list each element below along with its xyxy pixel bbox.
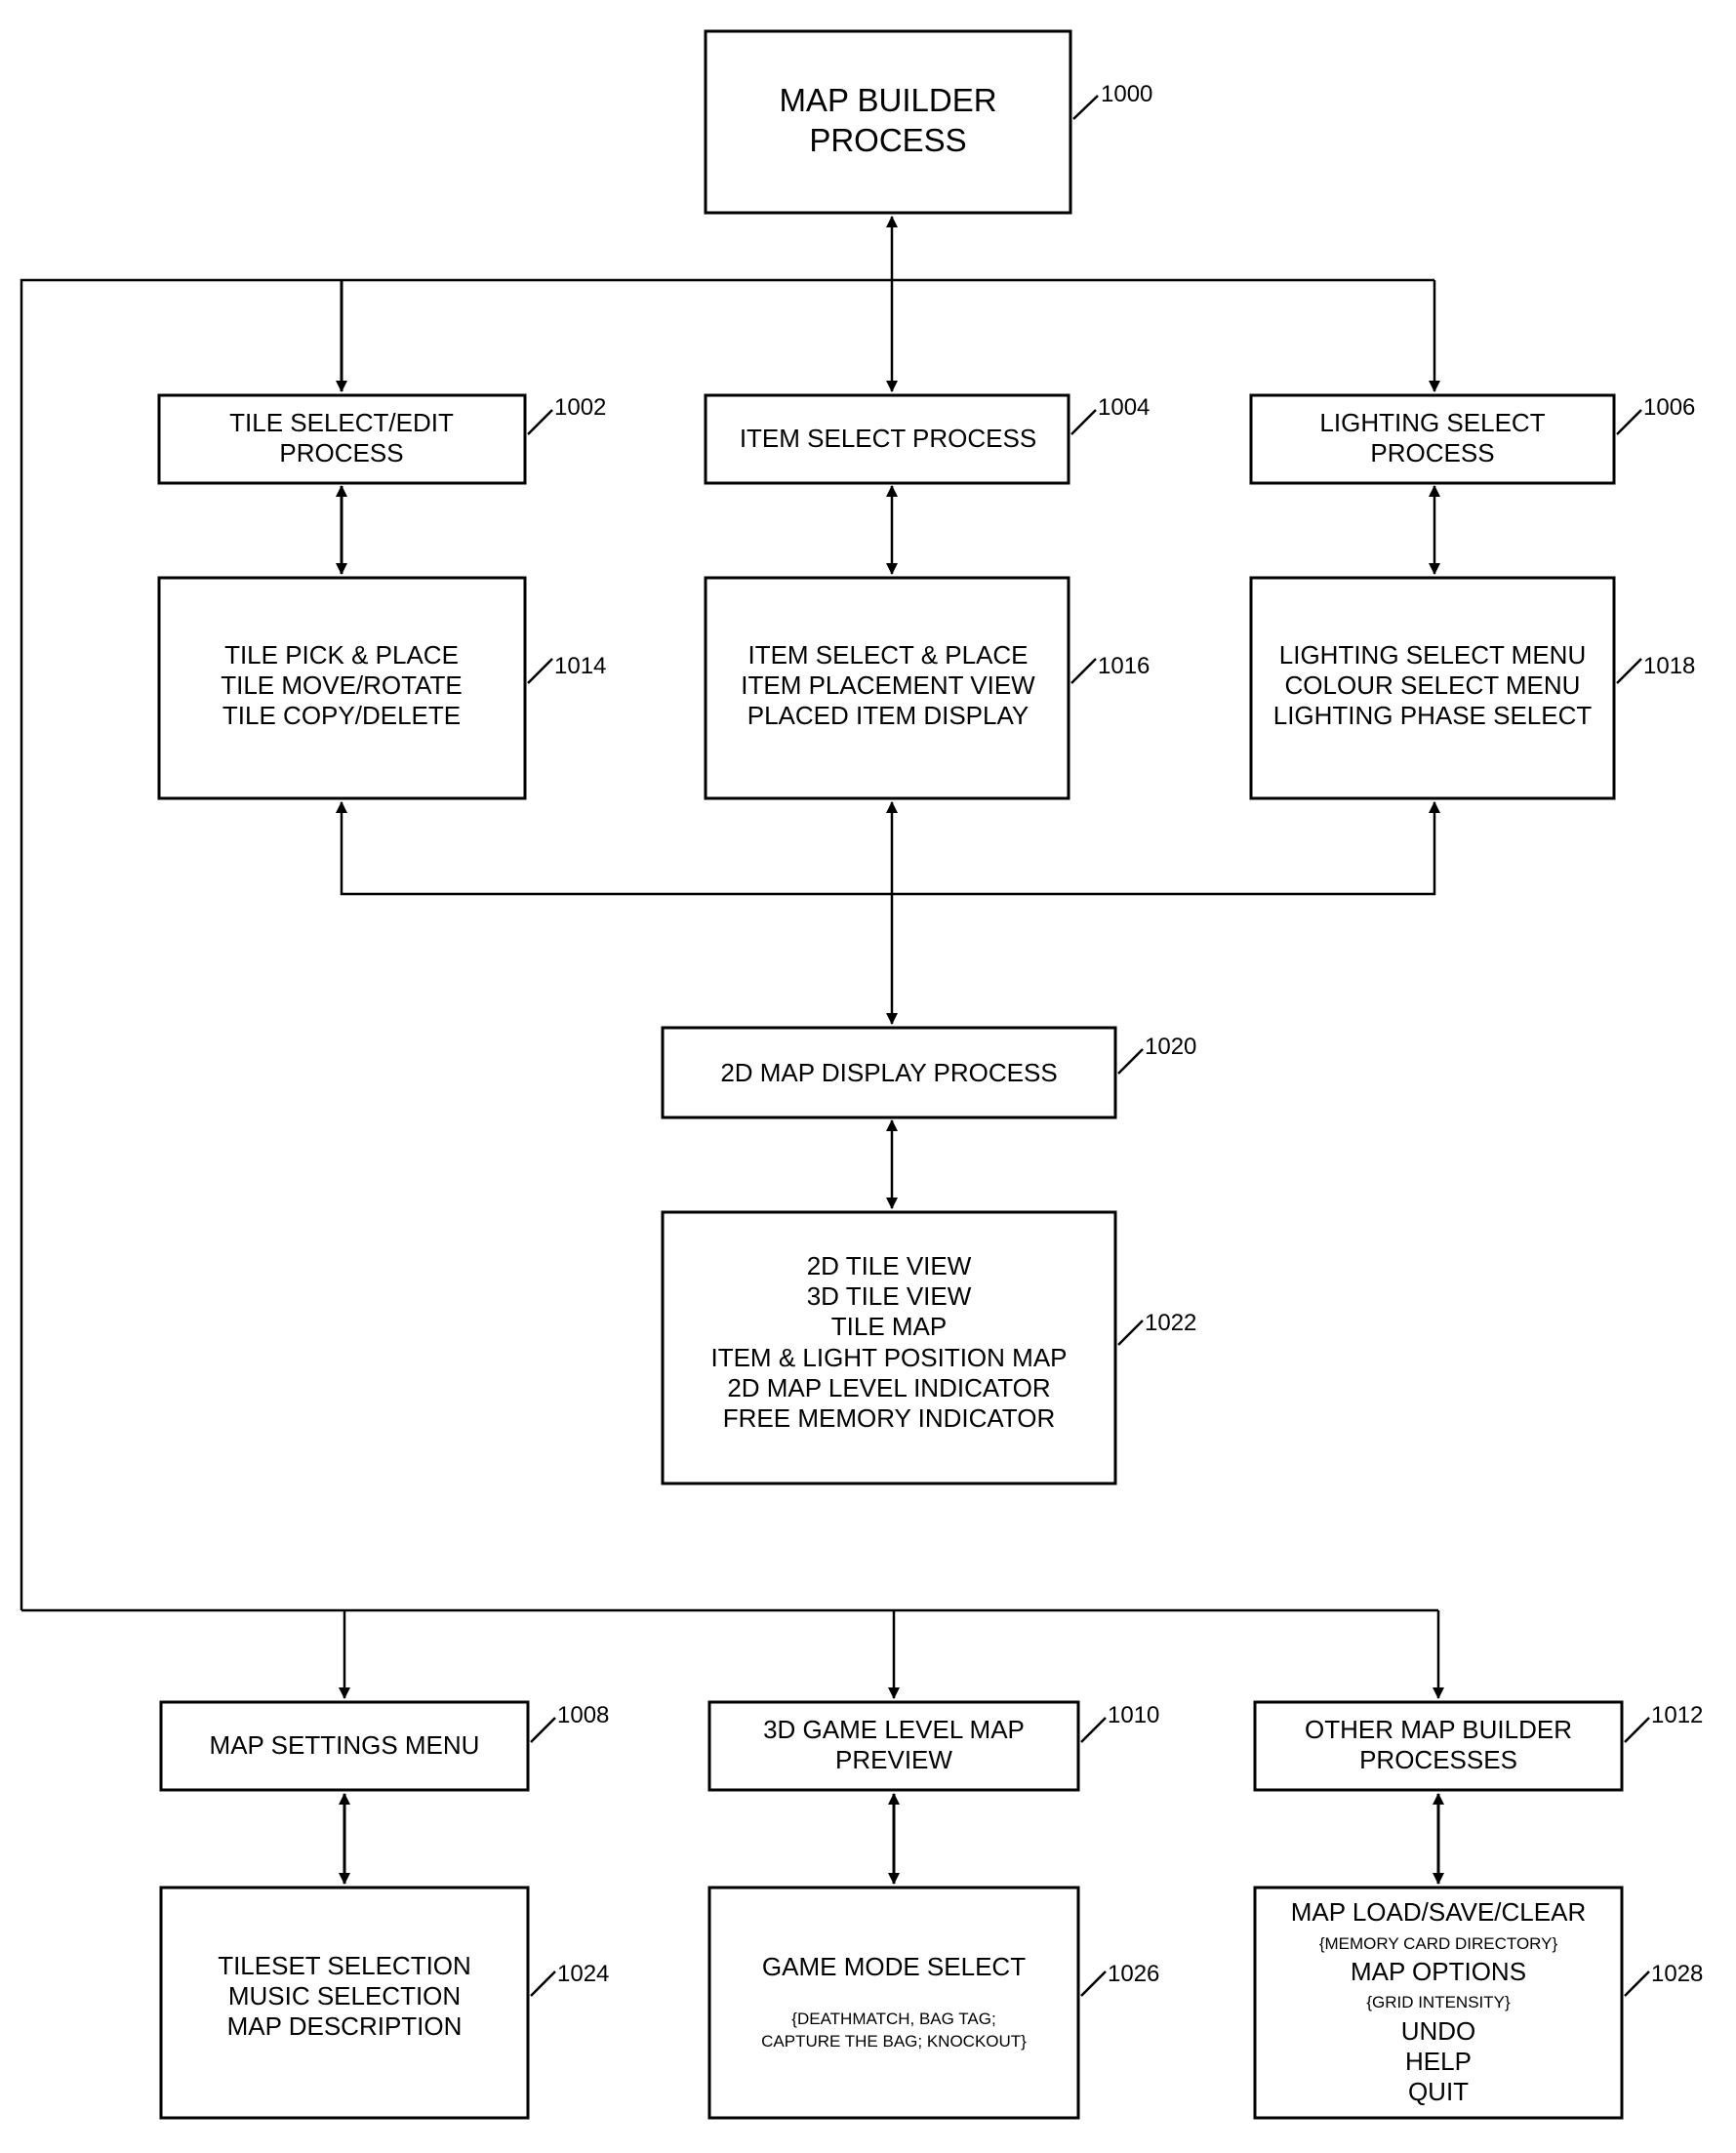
node-1004-line-1: ITEM SELECT PROCESS: [740, 424, 1036, 453]
node-1000: MAP BUILDER PROCESS 1000: [706, 31, 1152, 213]
node-1022-line-3: TILE MAP: [831, 1312, 947, 1341]
node-1014-line-1: TILE PICK & PLACE: [224, 640, 459, 670]
node-1014-line-3: TILE COPY/DELETE: [222, 701, 461, 730]
node-1006-line-1: LIGHTING SELECT: [1319, 408, 1545, 437]
node-1006-line-2: PROCESS: [1370, 438, 1494, 467]
node-1010-line-2: PREVIEW: [835, 1745, 952, 1774]
node-1018: LIGHTING SELECT MENU COLOUR SELECT MENU …: [1251, 578, 1695, 798]
node-1022-line-2: 3D TILE VIEW: [807, 1281, 972, 1311]
node-1024-line-3: MAP DESCRIPTION: [227, 2011, 463, 2041]
node-1018-line-2: COLOUR SELECT MENU: [1285, 670, 1581, 700]
node-1016-line-1: ITEM SELECT & PLACE: [747, 640, 1028, 670]
node-1014: TILE PICK & PLACE TILE MOVE/ROTATE TILE …: [159, 578, 606, 798]
node-1024-ref: 1024: [557, 1961, 609, 1987]
node-1016-ref: 1016: [1098, 653, 1150, 679]
node-1012: OTHER MAP BUILDER PROCESSES 1012: [1255, 1702, 1703, 1790]
node-1014-ref: 1014: [554, 653, 606, 679]
node-1026-line-3: CAPTURE THE BAG; KNOCKOUT}: [761, 2032, 1027, 2051]
node-1020: 2D MAP DISPLAY PROCESS 1020: [663, 1028, 1196, 1117]
boxes: MAP BUILDER PROCESS 1000 TILE SELECT/EDI…: [159, 31, 1703, 2118]
node-1014-line-2: TILE MOVE/ROTATE: [221, 670, 463, 700]
node-1022-line-5: 2D MAP LEVEL INDICATOR: [727, 1373, 1050, 1402]
node-1022: 2D TILE VIEW 3D TILE VIEW TILE MAP ITEM …: [663, 1212, 1196, 1483]
node-1020-line-1: 2D MAP DISPLAY PROCESS: [720, 1058, 1057, 1087]
node-1010-ref: 1010: [1108, 1702, 1159, 1728]
node-1012-line-1: OTHER MAP BUILDER: [1305, 1715, 1572, 1744]
node-1004-ref: 1004: [1098, 394, 1150, 421]
node-1028-line-7: QUIT: [1408, 2077, 1469, 2106]
node-1022-line-6: FREE MEMORY INDICATOR: [723, 1403, 1055, 1433]
node-1028-line-2: {MEMORY CARD DIRECTORY}: [1319, 1934, 1558, 1953]
node-1016-line-2: ITEM PLACEMENT VIEW: [741, 670, 1035, 700]
node-1000-ref: 1000: [1101, 81, 1152, 107]
node-1022-ref: 1022: [1145, 1310, 1196, 1336]
node-1012-line-2: PROCESSES: [1359, 1745, 1517, 1774]
node-1024-line-2: MUSIC SELECTION: [228, 1981, 461, 2011]
node-1028-line-1: MAP LOAD/SAVE/CLEAR: [1291, 1897, 1586, 1927]
node-1012-ref: 1012: [1651, 1702, 1703, 1728]
node-1018-line-1: LIGHTING SELECT MENU: [1279, 640, 1586, 670]
node-1028-line-5: UNDO: [1401, 2016, 1476, 2046]
node-1002-ref: 1002: [554, 394, 606, 421]
node-1018-line-3: LIGHTING PHASE SELECT: [1273, 701, 1593, 730]
node-1022-line-4: ITEM & LIGHT POSITION MAP: [710, 1343, 1067, 1372]
node-1000-line-2: PROCESS: [809, 122, 966, 158]
node-1028-line-3: MAP OPTIONS: [1351, 1957, 1526, 1986]
node-1024: TILESET SELECTION MUSIC SELECTION MAP DE…: [161, 1888, 609, 2118]
node-1006-ref: 1006: [1643, 394, 1695, 421]
node-1028-line-6: HELP: [1405, 2047, 1472, 2076]
node-1026: GAME MODE SELECT {DEATHMATCH, BAG TAG; C…: [709, 1888, 1159, 2118]
node-1028: MAP LOAD/SAVE/CLEAR {MEMORY CARD DIRECTO…: [1255, 1888, 1703, 2118]
node-1008-ref: 1008: [557, 1702, 609, 1728]
node-1020-ref: 1020: [1145, 1034, 1196, 1060]
node-1018-ref: 1018: [1643, 653, 1695, 679]
node-1010: 3D GAME LEVEL MAP PREVIEW 1010: [709, 1702, 1159, 1790]
node-1026-line-2: {DEATHMATCH, BAG TAG;: [791, 2010, 995, 2028]
node-1016-line-3: PLACED ITEM DISPLAY: [747, 701, 1029, 730]
node-1002-line-1: TILE SELECT/EDIT: [229, 408, 454, 437]
node-1028-ref: 1028: [1651, 1961, 1703, 1987]
node-1026-ref: 1026: [1108, 1961, 1159, 1987]
node-1002: TILE SELECT/EDIT PROCESS 1002: [159, 394, 606, 483]
connector-1014-1018: [342, 802, 1434, 894]
node-1008: MAP SETTINGS MENU 1008: [161, 1702, 609, 1790]
node-1002-line-2: PROCESS: [279, 438, 403, 467]
node-1006: LIGHTING SELECT PROCESS 1006: [1251, 394, 1695, 483]
node-1004: ITEM SELECT PROCESS 1004: [706, 394, 1150, 483]
node-1008-line-1: MAP SETTINGS MENU: [210, 1730, 480, 1760]
node-1024-line-1: TILESET SELECTION: [218, 1951, 471, 1980]
node-1016: ITEM SELECT & PLACE ITEM PLACEMENT VIEW …: [706, 578, 1150, 798]
node-1022-line-1: 2D TILE VIEW: [807, 1251, 972, 1280]
node-1026-line-1: GAME MODE SELECT: [762, 1952, 1026, 1981]
node-1010-line-1: 3D GAME LEVEL MAP: [763, 1715, 1025, 1744]
node-1000-line-1: MAP BUILDER: [779, 82, 996, 118]
node-1028-line-4: {GRID INTENSITY}: [1366, 1993, 1511, 2011]
